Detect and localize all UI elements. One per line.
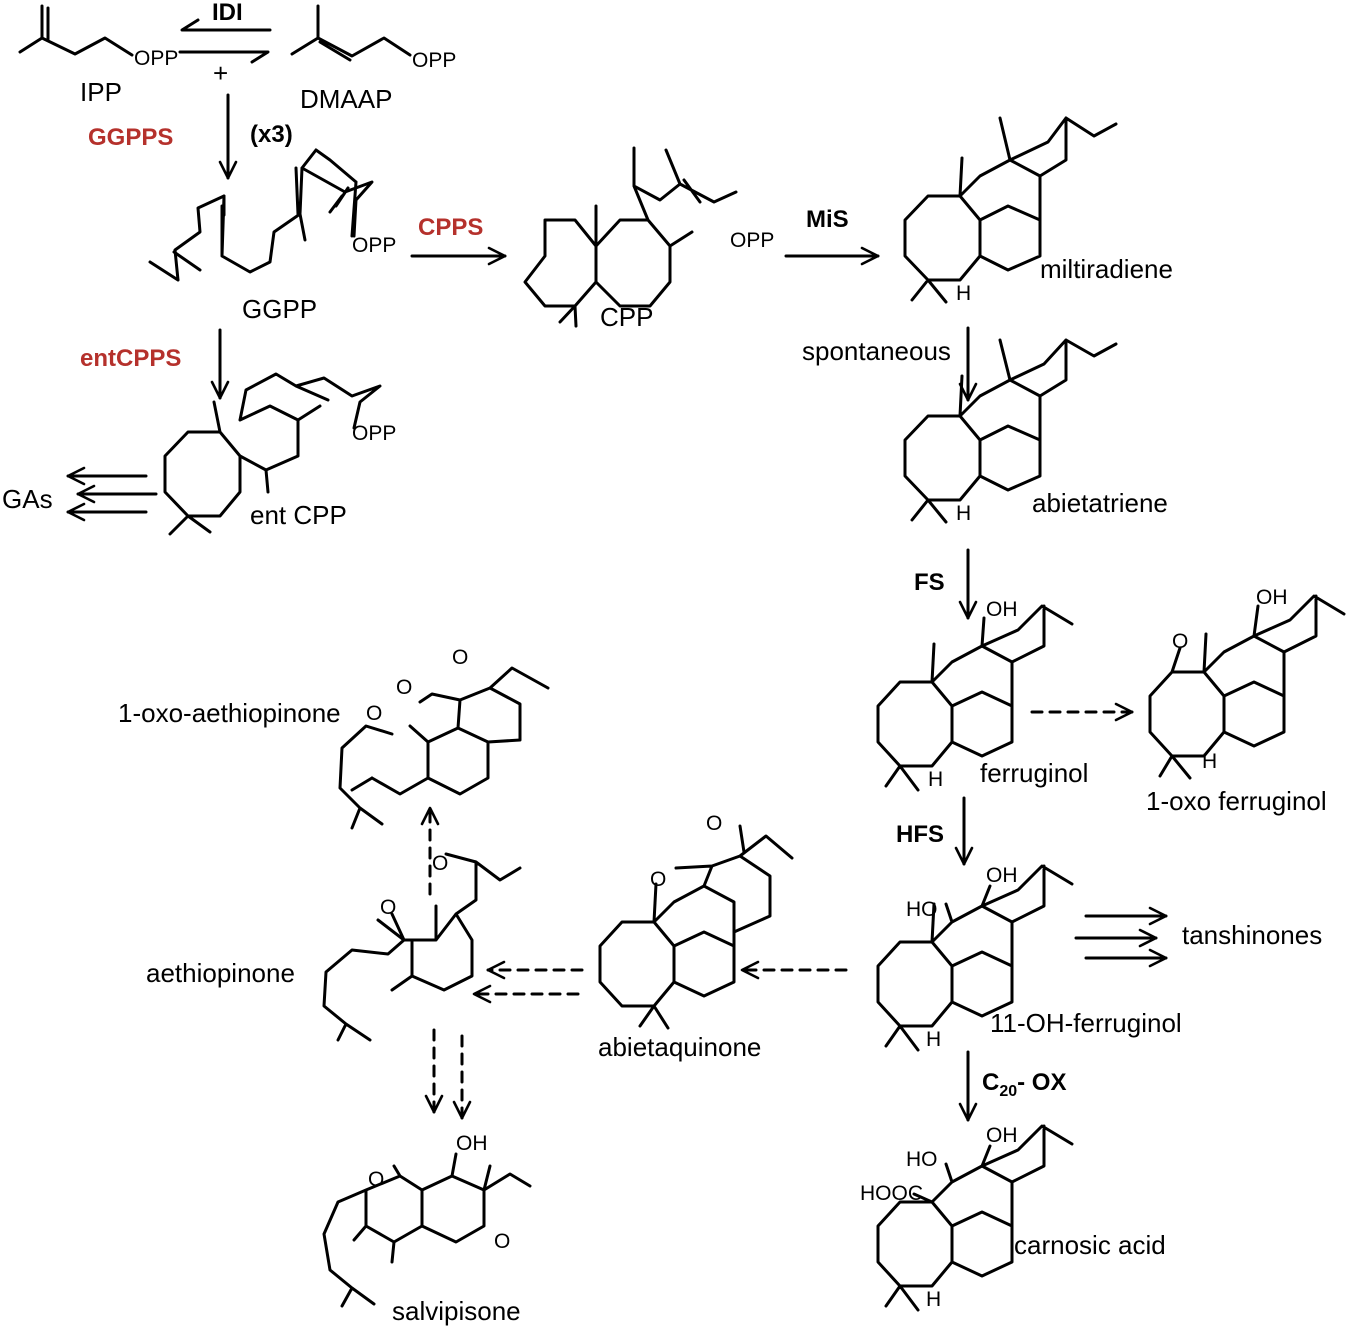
miltiradiene-structure: H — [903, 116, 1118, 305]
salvipisone-oh-label: OH — [456, 1132, 488, 1155]
miltiradiene-label: miltiradiene — [1040, 254, 1173, 284]
ent-cpp-label: ent CPP — [250, 500, 347, 530]
salvipisone-label: salvipisone — [392, 1296, 521, 1326]
idi-label: IDI — [212, 0, 243, 26]
mis-label: MiS — [806, 206, 849, 233]
ggpp-label: GGPP — [242, 294, 317, 324]
oxo-aethiopinone-label: 1-oxo-aethiopinone — [118, 698, 341, 728]
dmaap-label: DMAAP — [300, 84, 392, 114]
carnosic-acid-hooc-label: HOOC — [860, 1182, 923, 1205]
carnosic-acid-label: carnosic acid — [1014, 1230, 1166, 1260]
miltiradiene-h-label: H — [956, 282, 971, 305]
oxo-aethiopinone-o3-label: O — [452, 646, 468, 669]
cpps-label: CPPS — [418, 214, 483, 241]
oxo-ferruginol-o-label: O — [1172, 630, 1188, 653]
oh-ferruginol-h-label: H — [926, 1028, 941, 1051]
ggpp-opp-label: OPP — [352, 234, 396, 257]
carnosic-acid-h-label: H — [926, 1288, 941, 1311]
cpp-label: CPP — [600, 302, 653, 332]
entcpps-label: entCPPS — [80, 345, 181, 372]
spontaneous-label: spontaneous — [802, 336, 951, 366]
oxo-ferruginol-h-label: H — [1202, 750, 1217, 773]
oxo-aethiopinone-o2-label: O — [396, 676, 412, 699]
ferruginol-h-label: H — [928, 768, 943, 791]
c20ox-label: C20- OX — [982, 1069, 1066, 1100]
cpp-opp-label: OPP — [730, 229, 774, 252]
salvipisone-structure: OH O O — [322, 1132, 532, 1308]
abietaquinone-o2-label: O — [706, 812, 722, 835]
salvipisone-o2-label: O — [494, 1230, 510, 1253]
oh-ferruginol-oh-label: OH — [986, 864, 1018, 887]
tanshinones-arrows — [1074, 906, 1168, 968]
abietaquinone-o1-label: O — [650, 868, 666, 891]
ipp-structure: OPP — [18, 4, 178, 70]
ggpp-structure: OPP — [148, 148, 396, 282]
oxo-aethiopinone-structure: O O O — [338, 646, 550, 830]
abietaquinone-label: abietaquinone — [598, 1032, 761, 1062]
ent-cpp-structure: OPP — [163, 372, 396, 536]
oh-ferruginol-label: 11-OH-ferruginol — [990, 1008, 1182, 1038]
x3-label: (x3) — [250, 121, 293, 148]
ipp-label: IPP — [80, 77, 122, 107]
abietatriene-structure: H — [903, 338, 1118, 525]
oh-ferruginol-structure: OH HO H — [876, 864, 1074, 1052]
carnosic-acid-oh-label: OH — [986, 1124, 1018, 1147]
hfs-label: HFS — [896, 821, 944, 848]
aethiopinone-label: aethiopinone — [146, 958, 295, 988]
oxo-aethiopinone-o1-label: O — [366, 702, 382, 725]
fs-label: FS — [914, 569, 945, 596]
gas-arrows — [66, 466, 158, 522]
ipp-opp-label: OPP — [134, 47, 178, 70]
oh-ferruginol-ho-label: HO — [906, 898, 938, 921]
oxo-ferruginol-oh-label: OH — [1256, 586, 1288, 609]
carnosic-acid-structure: OH HO HOOC H — [860, 1124, 1074, 1312]
ferruginol-label: ferruginol — [980, 758, 1088, 788]
abietaquinone-structure: O O — [598, 812, 794, 1030]
aethiopinone-structure: O O — [322, 852, 522, 1042]
dmaap-opp-label: OPP — [412, 49, 456, 72]
aethiopinone-o1-label: O — [380, 896, 396, 919]
aethiopinone-o2-label: O — [432, 852, 448, 875]
ggpps-label: GGPPS — [88, 124, 173, 151]
oxo-ferruginol-label: 1-oxo ferruginol — [1146, 786, 1327, 816]
ferruginol-structure: OH H — [876, 598, 1074, 792]
cpp-structure: OPP — [523, 146, 774, 328]
carnosic-acid-ho-label: HO — [906, 1148, 938, 1171]
ent-cpp-opp-label: OPP — [352, 422, 396, 445]
dmaap-structure: OPP — [290, 4, 456, 72]
salvipisone-o1-label: O — [368, 1168, 384, 1191]
oxo-ferruginol-structure: OH O H — [1148, 586, 1346, 780]
abietatriene-h-label: H — [956, 502, 971, 525]
abietatriene-label: abietatriene — [1032, 488, 1168, 518]
plus-sign: + — [213, 58, 228, 88]
idi-equilibrium-arrows — [178, 18, 272, 64]
tanshinones-label: tanshinones — [1182, 920, 1322, 950]
gas-label: GAs — [2, 484, 53, 514]
ferruginol-oh-label: OH — [986, 598, 1018, 621]
